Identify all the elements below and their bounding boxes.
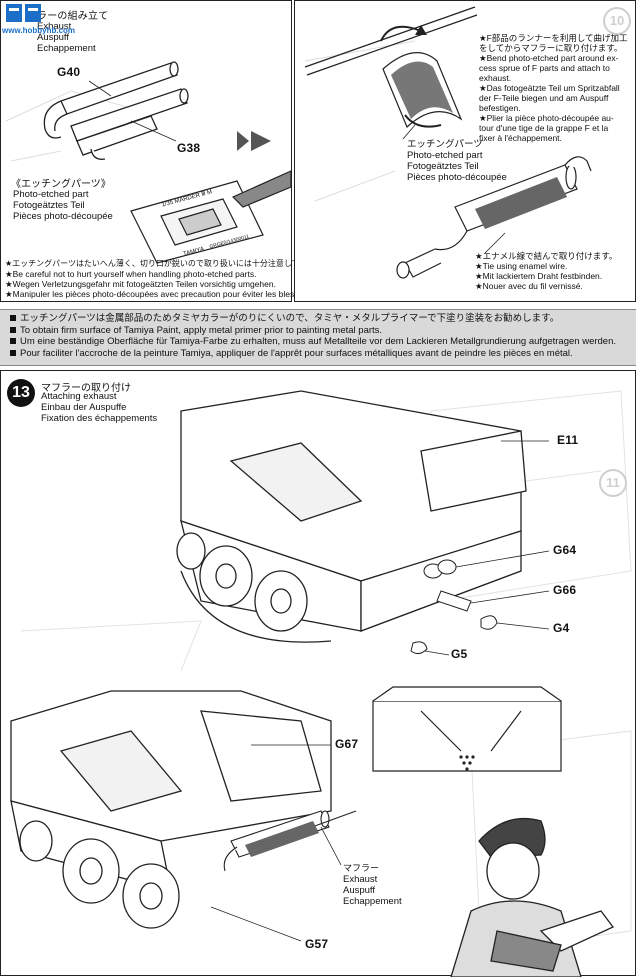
notice-line: エッチングパーツは金属部品のためタミヤカラーがのりにくいので、タミヤ・メタルプラ… xyxy=(0,313,636,325)
exhaust-callout-jp: マフラー xyxy=(343,863,380,873)
step13-title-en: Attaching exhaust xyxy=(41,391,117,402)
part-label-g67: G67 xyxy=(335,737,359,751)
part-label-g40: G40 xyxy=(57,65,81,79)
wire-note: ★Tie using enamel wire. xyxy=(475,261,568,271)
step-ghost-10: 10 xyxy=(603,7,631,35)
watermark-logo-icon xyxy=(6,4,41,22)
part-label-g4: G4 xyxy=(553,621,570,635)
bend-instructions: ★F部品のランナーを利用して曲げ加工 をしてからマフラーに取り付けます。 ★Be… xyxy=(479,33,628,143)
instr-line: der F-Teile biegen und am Auspuff xyxy=(479,93,609,103)
part-label-g64: G64 xyxy=(553,543,577,557)
watermark-text: www.hobbyhb.com xyxy=(2,26,76,35)
metal-primer-notice: エッチングパーツは金属部品のためタミヤカラーがのりにくいので、タミヤ・メタルプラ… xyxy=(0,309,636,366)
watermark-logo xyxy=(4,2,84,34)
wire-notes: ★エナメル線で結んで取り付けます。 ★Tie using enamel wire… xyxy=(475,251,617,291)
caution-jp: ★エッチングパーツはたいへん薄く、切り口が鋭いので取り扱いには十分注意して下さい… xyxy=(5,259,332,268)
part-label-g66: G66 xyxy=(553,583,577,597)
etched-label: エッチングパーツ Photo-etched part Fotogeätztes … xyxy=(407,139,507,183)
notice-text-en: To obtain firm surface of Tamiya Paint, … xyxy=(20,324,383,336)
instr-line: befestigen. xyxy=(479,103,521,113)
instr-line: ★Bend photo-etched part around ex- xyxy=(479,53,619,63)
part-label-e11: E11 xyxy=(557,433,579,447)
step13-title-de: Einbau der Auspuffe xyxy=(41,402,127,413)
exhaust-callout-fr: Echappement xyxy=(343,896,402,907)
exhaust-callout-en: Exhaust xyxy=(343,874,378,885)
caution-notes: ★エッチングパーツはたいへん薄く、切り口が鋭いので取り扱いには十分注意して下さい… xyxy=(5,259,332,299)
photo-etched-en: Photo-etched part xyxy=(13,189,89,200)
panel-title-en: Exhaust xyxy=(37,21,72,32)
etched-label-jp: エッチングパーツ xyxy=(407,139,483,150)
notice-text-jp: エッチングパーツは金属部品のためタミヤカラーがのりにくいので、タミヤ・メタルプラ… xyxy=(20,313,560,324)
photo-etched-de: Fotogeätztes Teil xyxy=(13,200,85,211)
part-label-g5: G5 xyxy=(451,647,468,661)
photo-etched-wrap-illustration xyxy=(304,6,592,279)
instr-line: exhaust. xyxy=(479,73,512,83)
step13-title-jp: マフラーの取り付け xyxy=(41,383,131,394)
bullet-icon xyxy=(10,315,16,322)
wire-note: ★Mit lackiertem Draht festbinden. xyxy=(475,271,603,281)
etched-label-fr: Pièces photo-découpée xyxy=(407,172,507,183)
exhaust-assembly-panel: ラーの組み立て Exhaust Auspuff Echappement G40 … xyxy=(0,0,332,302)
instr-line: fixer à l'échappement. xyxy=(479,133,562,143)
photo-etched-fr: Pièces photo-découpée xyxy=(13,211,113,222)
wire-note: ★Nouer avec du fil vernissé. xyxy=(475,281,583,291)
instr-line: cess sprue of F parts and attach to xyxy=(479,63,610,73)
step-13-illustration xyxy=(10,390,632,977)
exhaust-assembly-illustration xyxy=(5,61,292,264)
notice-line: To obtain firm surface of Tamiya Paint, … xyxy=(0,325,636,337)
exhaust-callout-de: Auspuff xyxy=(343,885,376,896)
step-13-badge: 13 xyxy=(7,379,35,407)
panel-title-fr: Echappement xyxy=(37,43,96,54)
etched-label-en: Photo-etched part xyxy=(407,150,483,161)
part-label-g57: G57 xyxy=(305,937,329,951)
panel-title-jp: ラーの組み立て xyxy=(37,11,109,22)
wire-note: ★エナメル線で結んで取り付けます。 xyxy=(475,251,618,261)
notice-text-de: Um eine beständige Oberfläche für Tamiya… xyxy=(20,336,617,347)
step13-title-fr: Fixation des échappements xyxy=(41,413,158,424)
step-ghost-11: 11 xyxy=(599,469,627,497)
instr-line: をしてからマフラーに取り付けます。 xyxy=(479,43,623,53)
bullet-icon xyxy=(10,338,16,345)
caution-en: ★Be careful not to hurt yourself when ha… xyxy=(5,269,257,279)
bullet-icon xyxy=(10,326,16,333)
notice-line: Pour faciliter l'accroche de la peinture… xyxy=(0,348,636,360)
instr-line: ★Das fotogeätzte Teil um Spritzabfall xyxy=(479,83,620,93)
instr-line: ★Plier la pièce photo-découpée au- xyxy=(479,113,614,123)
photo-etched-wrap-panel: 10 ★F部品のランナーを利用して曲げ加工 をしてからマフラーに取り付けます。 … xyxy=(294,0,636,302)
part-label-g38: G38 xyxy=(177,141,201,155)
bullet-icon xyxy=(10,349,16,356)
instr-line: tour d'une tige de la grappe F et la xyxy=(479,123,609,133)
notice-line: Um eine beständige Oberfläche für Tamiya… xyxy=(0,336,636,348)
instr-line: ★F部品のランナーを利用して曲げ加工 xyxy=(479,33,628,43)
caution-de: ★Wegen Verletzungsgefahr mit fotogeätzte… xyxy=(5,279,276,289)
etched-label-de: Fotogeätztes Teil xyxy=(407,161,479,172)
photo-etched-title-jp: 《エッチングパーツ》 xyxy=(11,179,111,190)
caution-fr: ★Manipuler les pièces photo-découpées av… xyxy=(5,289,318,299)
exhaust-callout: マフラー Exhaust Auspuff Echappement xyxy=(343,863,402,907)
panel-title-de: Auspuff xyxy=(37,32,70,43)
step-13-panel: 13 マフラーの取り付け Attaching exhaust Einbau de… xyxy=(0,370,636,977)
notice-text-fr: Pour faciliter l'accroche de la peinture… xyxy=(20,347,573,359)
